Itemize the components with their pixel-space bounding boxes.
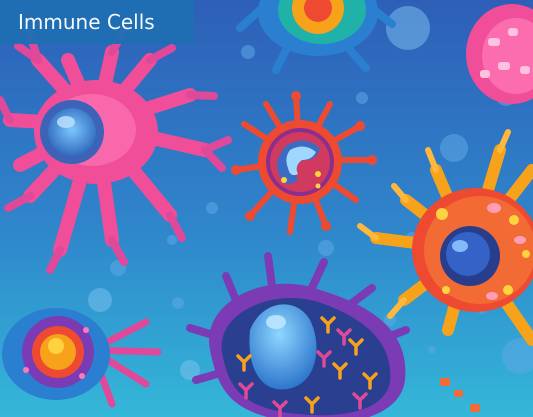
pink-blob-cell-illustration bbox=[466, 4, 533, 104]
small-particles bbox=[440, 378, 480, 412]
title-badge: Immune Cells bbox=[0, 0, 194, 44]
bottom-left-cell-illustration bbox=[2, 308, 162, 408]
dendritic-cell-illustration bbox=[0, 24, 232, 274]
spiky-cell-illustration bbox=[231, 91, 377, 235]
macrophage-illustration bbox=[186, 252, 410, 417]
neutrophil-illustration bbox=[357, 129, 533, 346]
title-label: Immune Cells bbox=[18, 10, 155, 34]
top-green-cell-illustration bbox=[236, 0, 396, 74]
